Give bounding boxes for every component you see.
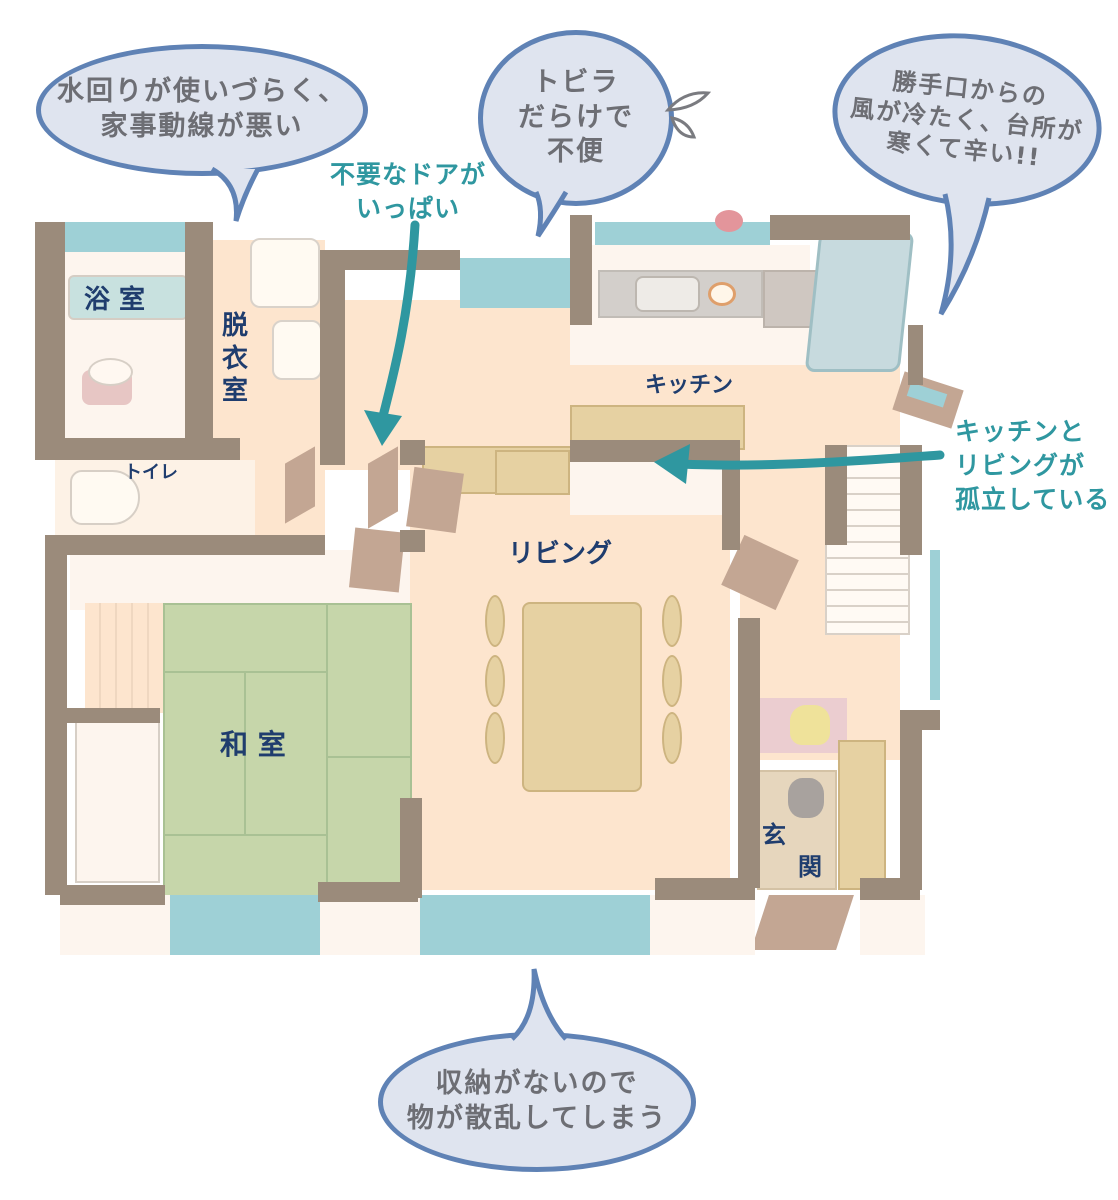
bubble-water-text: 水回りが使いづらく、 家事動線が悪い bbox=[57, 76, 347, 142]
bubble-doors: トビラ だらけで 不便 bbox=[478, 30, 674, 206]
room-label-toilet: トイレ bbox=[124, 462, 178, 483]
note-unneeded-doors: 不要なドアが いっぱい bbox=[330, 160, 487, 223]
tatami-1 bbox=[163, 603, 328, 673]
wall bbox=[320, 250, 460, 270]
room-label-washitsu: 和 室 bbox=[220, 728, 286, 761]
wall bbox=[318, 882, 418, 902]
chair-left-2 bbox=[485, 655, 505, 707]
window-top-hall bbox=[460, 258, 572, 308]
tatami-4 bbox=[163, 834, 328, 899]
floor-plan: 浴 室 脱 衣 室 トイレ キッチン リビング 和 室 玄 関 bbox=[35, 210, 964, 955]
wall bbox=[570, 215, 592, 325]
wall bbox=[908, 325, 923, 385]
chair-left-1 bbox=[485, 595, 505, 647]
wall bbox=[900, 710, 922, 890]
fridge-icon bbox=[804, 232, 915, 372]
pot-icon bbox=[708, 282, 736, 306]
flower-icon bbox=[715, 210, 743, 232]
washing-machine-icon bbox=[250, 238, 320, 308]
bubble-backdoor-tail bbox=[938, 193, 992, 316]
arrow-left-icon bbox=[654, 444, 945, 484]
wall-face-bottom-4 bbox=[860, 895, 925, 955]
dining-table bbox=[522, 602, 642, 792]
bubble-storage: 収納がないので 物が散乱してしまう bbox=[378, 1032, 696, 1172]
bubble-water: 水回りが使いづらく、 家事動線が悪い bbox=[36, 44, 368, 176]
bubble-doors-tail bbox=[533, 190, 569, 238]
tatami-5 bbox=[326, 603, 412, 758]
toilet-icon bbox=[70, 470, 140, 525]
bathtub bbox=[68, 275, 188, 320]
bubble-backdoor-text: 勝手口からの 風が冷たく、台所が 寒くて辛い!! bbox=[849, 67, 1085, 173]
closet-sliding-door bbox=[85, 603, 165, 713]
room-label-living: リビング bbox=[508, 539, 613, 569]
wall bbox=[655, 878, 755, 900]
door-kitchen-sliding bbox=[495, 450, 570, 495]
bathroom-window bbox=[65, 222, 185, 252]
window-bottom-left bbox=[170, 895, 320, 955]
wall bbox=[320, 250, 345, 465]
wall bbox=[185, 222, 213, 440]
shoes-icon bbox=[788, 778, 824, 818]
wall-face-bottom-2 bbox=[320, 895, 420, 955]
bubble-water-tail bbox=[210, 166, 260, 222]
slippers-icon bbox=[790, 705, 830, 745]
wall bbox=[45, 535, 325, 555]
bath-bowl-icon bbox=[88, 358, 133, 386]
sweat-drop-icon bbox=[664, 91, 712, 139]
room-label-bath: 浴 室 bbox=[84, 285, 146, 315]
bubble-storage-tail bbox=[510, 968, 568, 1041]
bubble-doors-text: トビラ だらけで 不便 bbox=[518, 67, 634, 168]
door-hall-2 bbox=[406, 466, 464, 534]
room-label-entrance-1: 玄 bbox=[762, 821, 786, 849]
wall bbox=[770, 215, 910, 240]
wall bbox=[60, 885, 165, 905]
wall bbox=[400, 798, 422, 898]
room-label-entrance-2: 関 bbox=[798, 853, 822, 881]
wall bbox=[825, 445, 847, 545]
tatami-3 bbox=[244, 671, 328, 836]
washbasin-icon bbox=[272, 320, 322, 380]
wall bbox=[900, 710, 940, 730]
wall-face-bottom-1 bbox=[60, 895, 170, 955]
wall bbox=[35, 438, 240, 460]
wall-face-bottom-3 bbox=[650, 895, 755, 955]
bubble-storage-text: 収納がないので 物が散乱してしまう bbox=[406, 1068, 668, 1134]
wall bbox=[400, 440, 425, 465]
room-label-kitchen: キッチン bbox=[645, 373, 734, 398]
wall bbox=[35, 222, 65, 454]
chair-right-1 bbox=[662, 595, 682, 647]
front-door bbox=[751, 895, 854, 950]
room-label-dressing: 脱 衣 室 bbox=[222, 311, 249, 406]
note-isolated: キッチンと リビングが 孤立している bbox=[955, 417, 1111, 514]
wall bbox=[400, 530, 425, 552]
wall bbox=[738, 618, 760, 888]
wall bbox=[60, 708, 160, 723]
chair-left-3 bbox=[485, 712, 505, 764]
sink-icon bbox=[635, 276, 700, 312]
window-bottom-center bbox=[420, 895, 650, 955]
window-right bbox=[930, 550, 940, 700]
wall bbox=[860, 878, 920, 900]
futon-closet bbox=[75, 718, 160, 883]
wall bbox=[900, 445, 922, 555]
chair-right-2 bbox=[662, 655, 682, 707]
door-washitsu bbox=[349, 527, 405, 593]
wall bbox=[45, 535, 67, 895]
shoe-cabinet bbox=[838, 740, 886, 890]
arrow-down-icon bbox=[364, 220, 420, 446]
chair-right-3 bbox=[662, 712, 682, 764]
